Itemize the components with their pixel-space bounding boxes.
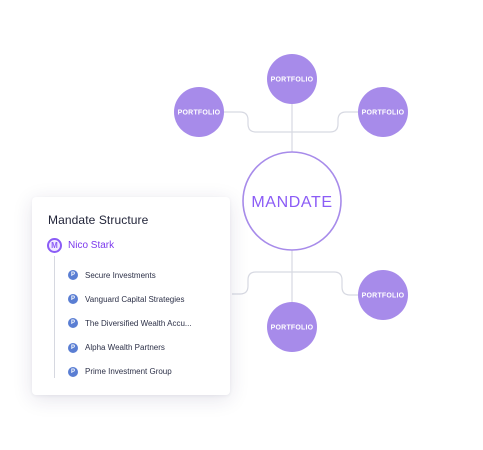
list-item[interactable]: P Vanguard Capital Strategies (68, 287, 192, 311)
portfolio-node-label: PORTFOLIO (362, 293, 405, 300)
mandate-structure-panel: Mandate Structure M Nico Stark P Secure … (32, 197, 230, 395)
list-item-label: Alpha Wealth Partners (85, 343, 165, 353)
portfolio-node[interactable]: PORTFOLIO (267, 54, 317, 104)
mandate-icon: M (47, 238, 62, 253)
list-item-label: Vanguard Capital Strategies (85, 294, 185, 304)
portfolio-icon: P (68, 318, 78, 329)
mandate-node-label: MANDATE (251, 194, 332, 211)
list-item-label: Secure Investments (85, 270, 156, 280)
list-item-label: Prime Investment Group (85, 367, 172, 377)
portfolio-node[interactable]: PORTFOLIO (358, 270, 408, 320)
tree-connector-line (54, 256, 55, 378)
connector-top-left (224, 111, 292, 133)
portfolio-node-label: PORTFOLIO (178, 110, 221, 117)
portfolio-icon: P (68, 366, 78, 377)
portfolio-node-label: PORTFOLIO (271, 77, 314, 84)
portfolio-icon: P (68, 342, 78, 353)
portfolio-icon: P (68, 294, 78, 305)
panel-title: Mandate Structure (48, 213, 149, 227)
portfolio-node-label: PORTFOLIO (271, 325, 314, 332)
portfolio-node-label: PORTFOLIO (362, 110, 405, 117)
mandate-node[interactable]: MANDATE (242, 151, 342, 251)
owner-name: Nico Stark (68, 240, 115, 251)
owner-row[interactable]: M Nico Stark (47, 238, 114, 253)
portfolio-icon: P (68, 270, 78, 281)
connector-bottom-left (232, 271, 292, 295)
list-item[interactable]: P Alpha Wealth Partners (68, 336, 192, 360)
list-item[interactable]: P Secure Investments (68, 263, 192, 287)
portfolio-node[interactable]: PORTFOLIO (358, 87, 408, 137)
connector-bottom-right (292, 271, 358, 296)
portfolio-node[interactable]: PORTFOLIO (174, 87, 224, 137)
list-item-label: The Diversified Wealth Accu... (85, 318, 192, 328)
portfolio-node[interactable]: PORTFOLIO (267, 302, 317, 352)
portfolio-list: P Secure Investments P Vanguard Capital … (68, 263, 192, 384)
connector-top-right (292, 111, 358, 133)
connectors (224, 104, 358, 303)
list-item[interactable]: P The Diversified Wealth Accu... (68, 311, 192, 335)
list-item[interactable]: P Prime Investment Group (68, 360, 192, 384)
